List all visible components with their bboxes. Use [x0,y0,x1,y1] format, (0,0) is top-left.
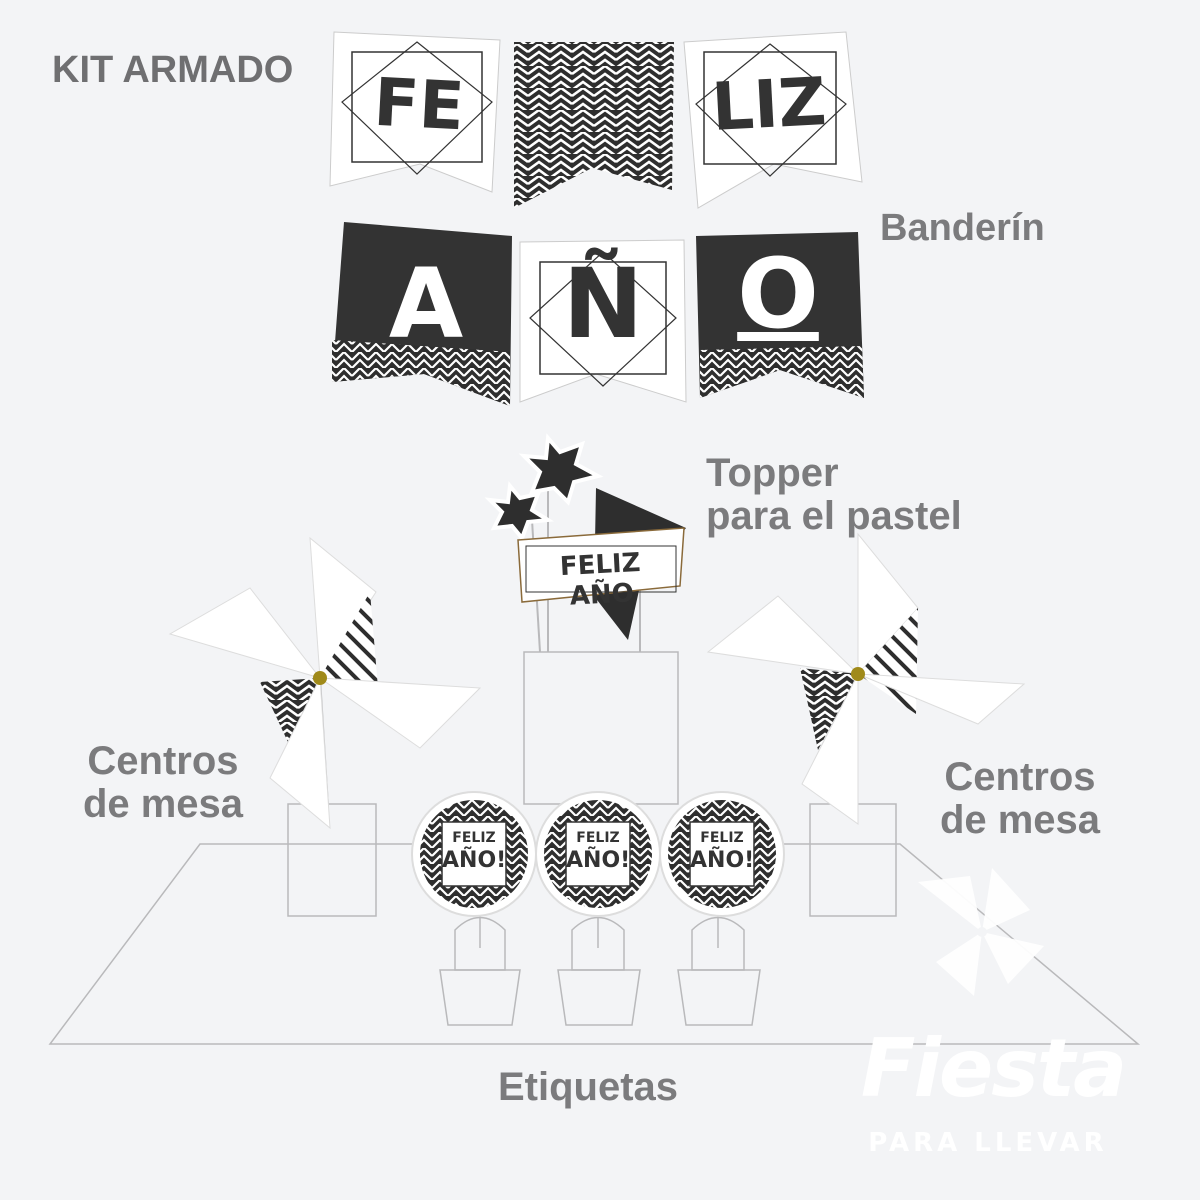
tag-3-line1: FELIZ [700,830,744,846]
centerpiece-left-line2: de mesa [82,782,244,827]
brand-tagline: PARA LLEVAR [868,1128,1108,1158]
centerpiece-left-line1: Centros [87,739,239,783]
centerpiece-caption-right: Centros de mesa [932,755,1108,843]
tag-1-line2: AÑO! [442,848,507,873]
round-tag-2 [535,791,661,917]
star-icon [484,481,555,542]
topper-caption-line2: para el pastel [706,494,962,539]
centerpiece-right-line1: Centros [944,755,1096,799]
topper-caption-line1: Topper [706,451,839,495]
round-tag-1 [411,791,537,917]
brand-pinwheel-icon [918,868,1044,996]
star-icon [518,433,604,506]
tag-2-line2: AÑO! [566,848,631,873]
tag-2-line1: FELIZ [576,830,620,846]
labels-caption: Etiquetas [498,1065,679,1109]
pinwheel-left [168,536,482,830]
round-tag-3 [659,791,785,917]
brand-name: Fiesta [860,1022,1127,1115]
banner-flag-1 [329,31,501,193]
kit-title: KIT ARMADO [52,49,294,91]
banner-letter-enye: Ñ [562,248,644,360]
pinwheel-right [706,532,1026,825]
topper-caption: Topper para el pastel [706,451,962,539]
tag-3-line2: AÑO! [690,848,755,873]
banner-letter-liz: LIZ [709,63,829,146]
topper-sign-text: FELIZ AÑO [559,547,642,612]
banner-flag-4 [332,222,512,406]
banner-flag-2 [514,42,674,208]
banner-letter-a: A [388,248,464,360]
banner-caption: Banderín [880,207,1045,249]
centerpiece-right-line2: de mesa [939,798,1101,843]
centerpiece-caption-left: Centros de mesa [78,739,248,827]
banner-flag-6 [696,232,864,398]
banner-letter-o: O [737,238,819,350]
banner-flag-3 [683,31,863,209]
banner-letter-fe: FE [371,63,467,146]
banner-flag-5 [519,239,687,403]
cake-topper [484,433,686,653]
tag-1-line1: FELIZ [452,830,496,846]
